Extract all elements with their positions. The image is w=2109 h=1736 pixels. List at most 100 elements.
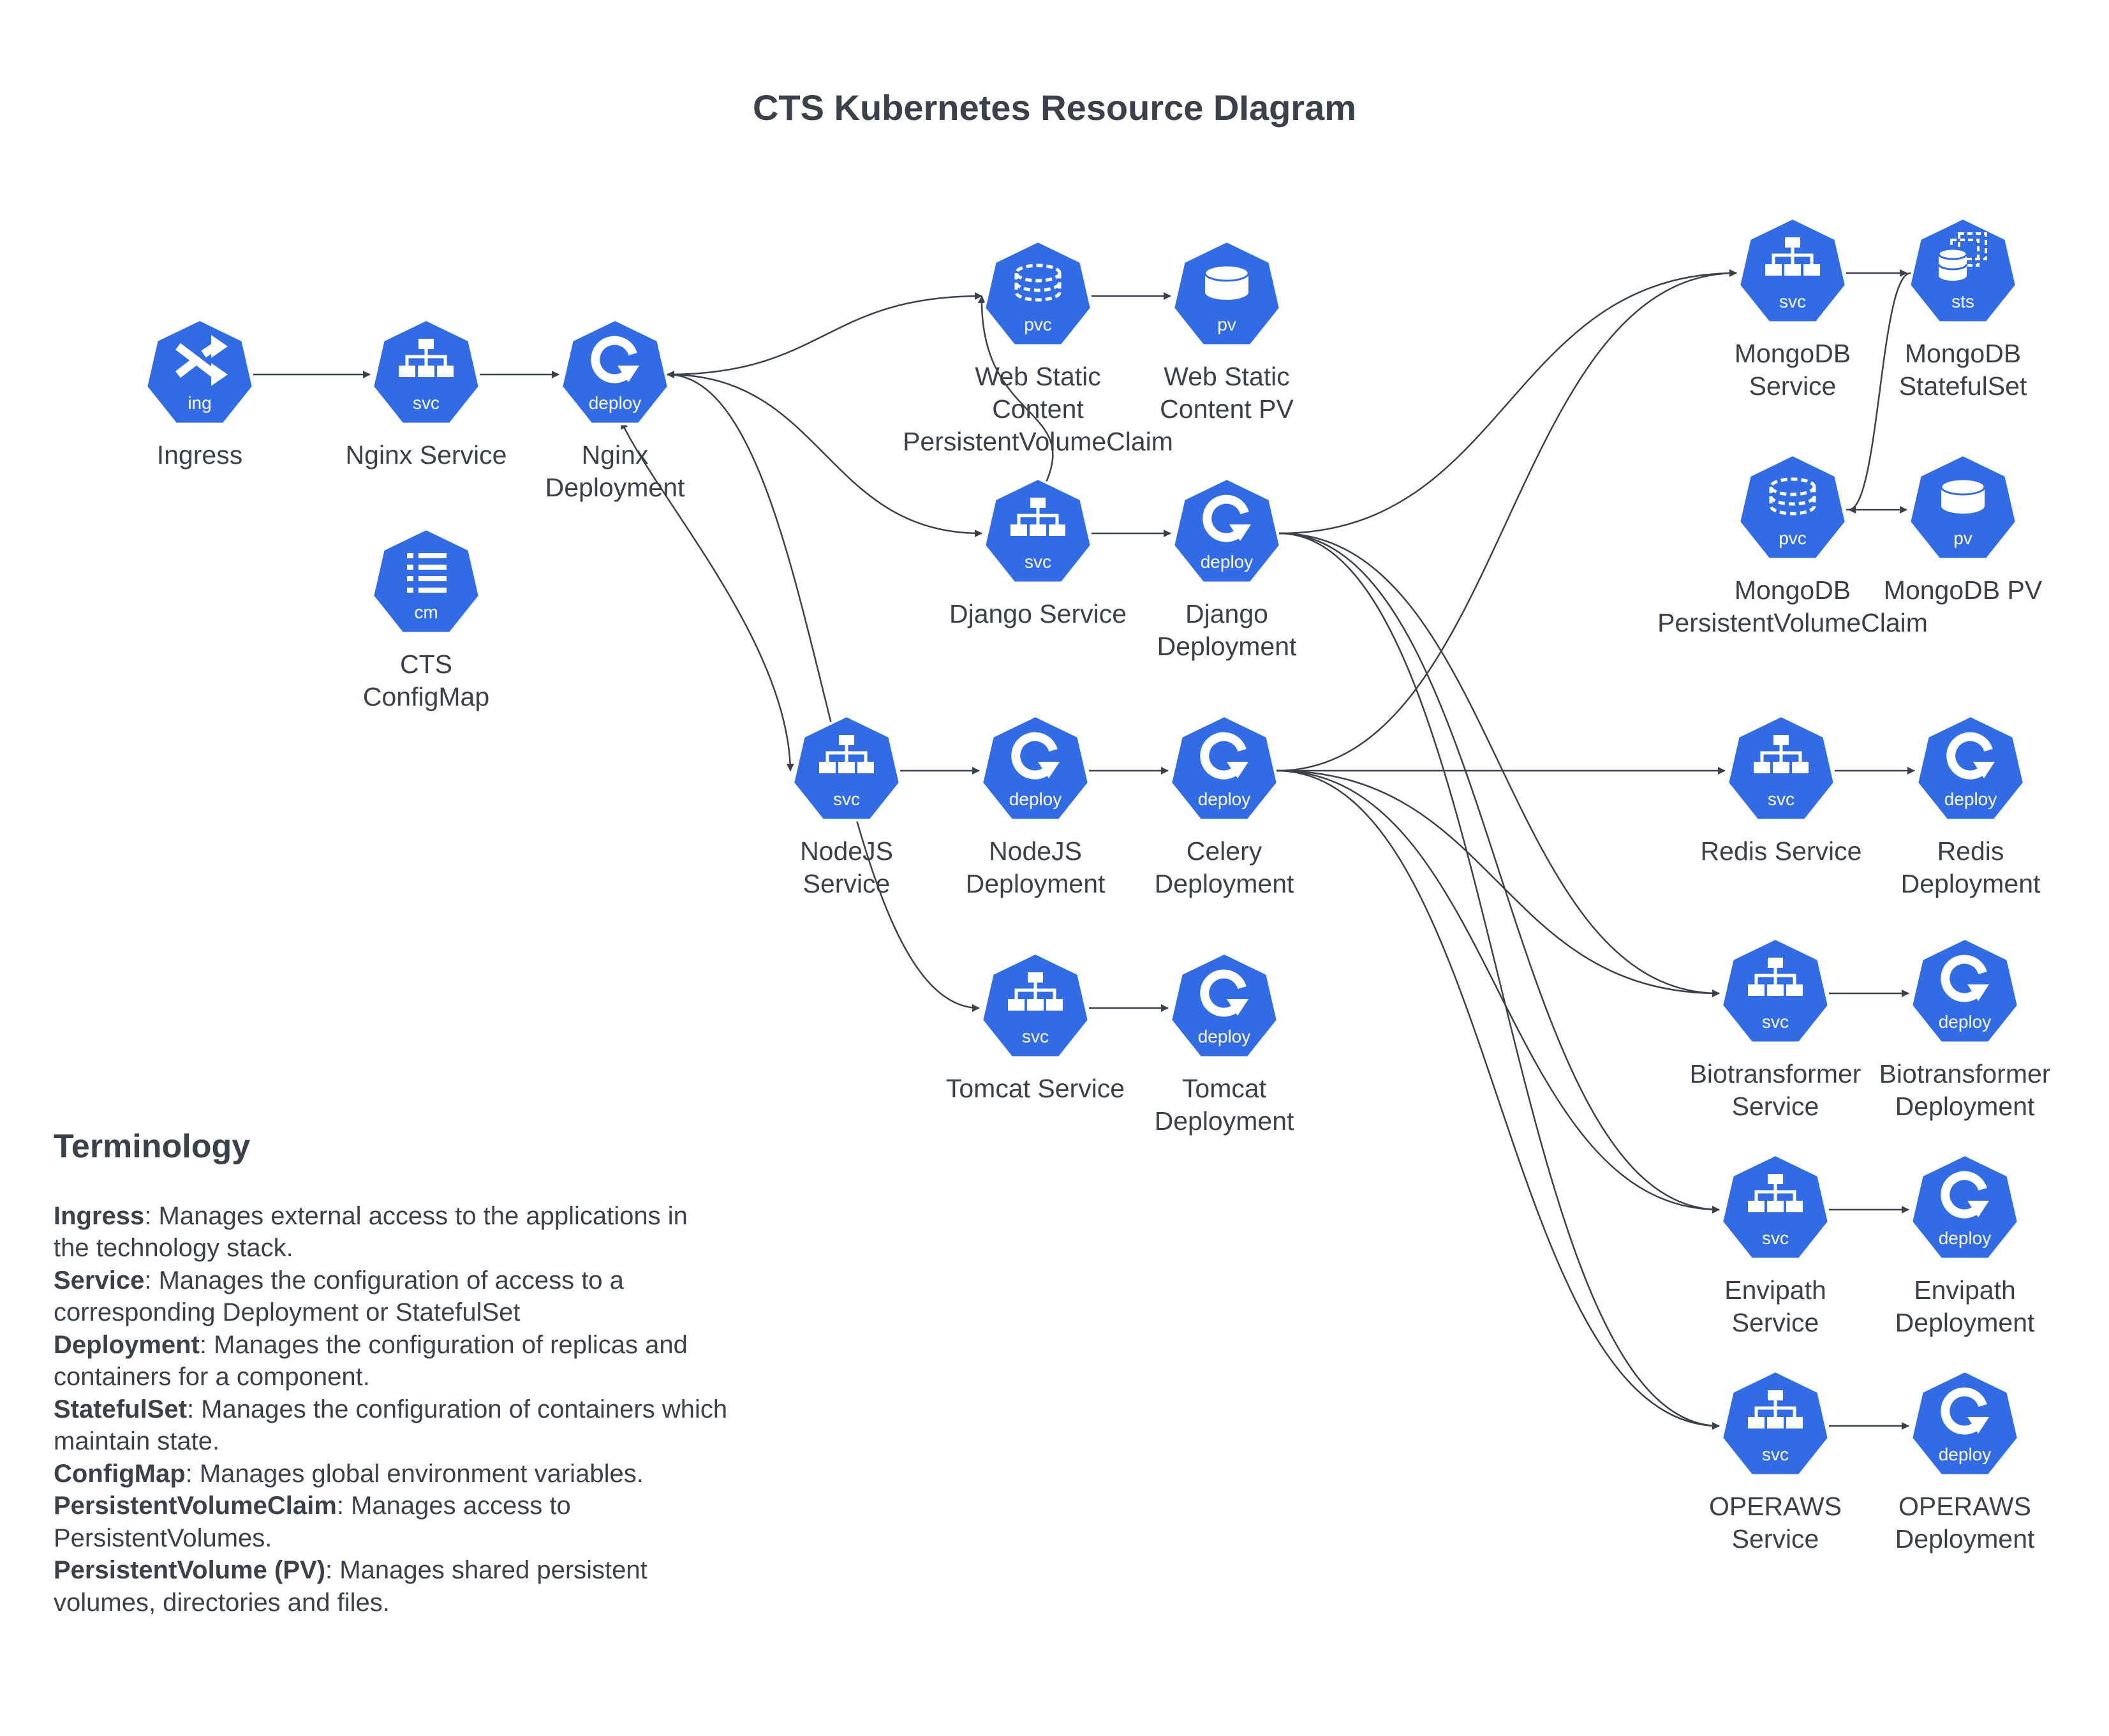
node-kind-label: deploy (1198, 1027, 1251, 1046)
terminology-item: PersistentVolume (PV): Manages shared pe… (54, 1554, 730, 1619)
node-label: Content PV (1160, 394, 1294, 424)
hierarchy-icon (1008, 972, 1063, 1011)
node-shape (1169, 714, 1279, 822)
terminology-term: Ingress (54, 1201, 145, 1230)
node-label: Django Service (949, 599, 1127, 628)
node-label: Redis (1937, 836, 2004, 866)
refresh-icon (1941, 1387, 1989, 1435)
node-kind-label: svc (1779, 292, 1806, 311)
edges (253, 269, 1915, 1430)
node-label: Tomcat Service (946, 1074, 1125, 1103)
edge-django-deploy-to-mongo-svc (1278, 269, 1737, 535)
terminology-list: Ingress: Manages external access to the … (54, 1200, 730, 1619)
hierarchy-icon (819, 735, 874, 773)
database-icon (1204, 264, 1250, 300)
refresh-icon (591, 336, 639, 383)
node-label: Deployment (966, 869, 1106, 898)
node-label: OPERAWS (1709, 1492, 1842, 1521)
node-kind-label: pvc (1024, 315, 1052, 334)
node-label: Redis Service (1701, 836, 1862, 866)
terminology-heading: Terminology (54, 1128, 251, 1165)
terminology-term: Service (54, 1266, 145, 1295)
node-label: PersistentVolumeClaim (1657, 608, 1928, 637)
terminology-item: ConfigMap: Manages global environment va… (54, 1458, 730, 1490)
node-label: Ingress (157, 440, 242, 470)
edge-mongo-sts-to-mongo-pvc (1848, 272, 1911, 514)
node-kind-label: pvc (1779, 528, 1807, 548)
node-kind-label: svc (413, 393, 440, 413)
refresh-icon (1202, 494, 1251, 542)
node-kind-label: deploy (1939, 1444, 1992, 1464)
hierarchy-icon (1765, 237, 1820, 276)
list-icon (407, 553, 447, 593)
shuffle-icon (175, 335, 228, 386)
hierarchy-icon (1748, 1390, 1803, 1428)
hierarchy-icon (1748, 1174, 1803, 1212)
terminology-item: Ingress: Manages external access to the … (54, 1200, 730, 1265)
node-label: Deployment (1895, 1092, 2035, 1121)
node-label: StatefulSet (1899, 371, 2027, 401)
refresh-icon (1941, 1171, 1989, 1219)
terminology-item: Service: Manages the configuration of ac… (54, 1265, 730, 1329)
node-label: CTS (400, 649, 452, 679)
node-kind-label: sts (1951, 292, 1974, 311)
edge-celery-deploy-to-mongo-svc (1276, 269, 1737, 772)
node-kind-label: deploy (589, 393, 642, 413)
node-label: MongoDB PV (1884, 575, 2043, 605)
node-label: Deployment (545, 473, 685, 502)
node-kind-label: svc (1768, 789, 1795, 809)
node-label: MongoDB (1735, 575, 1851, 605)
node-kind-label: pv (1953, 528, 1972, 548)
hierarchy-icon (399, 339, 454, 377)
terminology-definition: : Manages the configuration of access to… (54, 1266, 624, 1327)
terminology-item: Deployment: Manages the configuration of… (54, 1329, 730, 1393)
terminology-term: PersistentVolumeClaim (54, 1492, 337, 1520)
node-label: NodeJS (989, 836, 1082, 866)
node-label: Web Static (1164, 362, 1290, 391)
terminology-definition: : Manages shared persistent volumes, dir… (54, 1556, 648, 1617)
database-icon (1940, 478, 1986, 514)
stacked-database-icon (1937, 232, 1987, 281)
node-label: Biotransformer (1690, 1059, 1861, 1088)
node-kind-label: svc (1762, 1228, 1789, 1248)
node-label: Biotransformer (1879, 1059, 2051, 1088)
refresh-icon (1200, 732, 1248, 780)
node-shape (1910, 1153, 2020, 1261)
node-label: Service (1749, 371, 1837, 401)
node-label: Service (1732, 1524, 1819, 1554)
node-label: Django (1185, 599, 1268, 628)
node-label: Web Static (975, 362, 1101, 391)
node-label: PersistentVolumeClaim (903, 427, 1173, 456)
node-label: Deployment (1157, 632, 1297, 661)
node-kind-label: cm (414, 602, 438, 622)
node-label: Service (803, 869, 891, 898)
node-kind-label: deploy (1939, 1228, 1992, 1248)
